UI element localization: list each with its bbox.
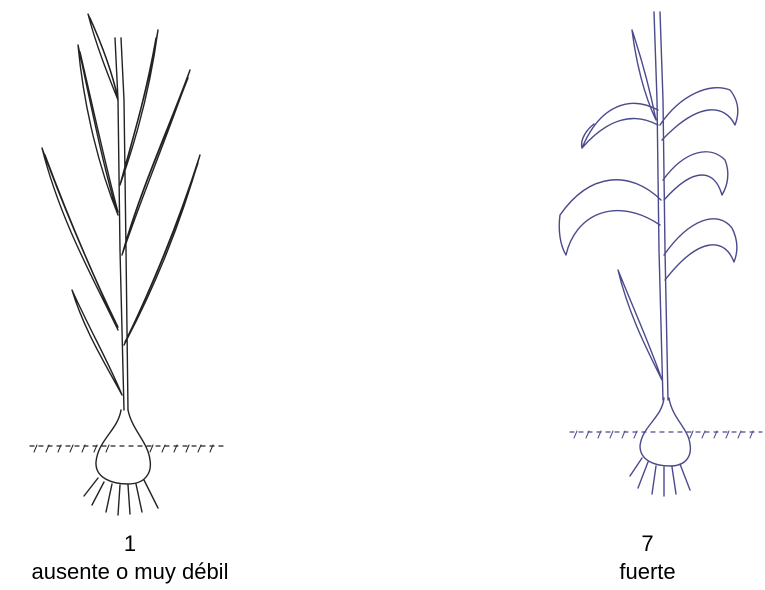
score-label: ausente o muy débil (0, 558, 260, 586)
plant-erect-illustration (0, 0, 260, 530)
plant-drooping-illustration (530, 0, 765, 530)
score-label: fuerte (530, 558, 765, 586)
plant-drooping-leaves-figure (530, 0, 765, 590)
plant-erect-leaves-figure (0, 0, 260, 590)
score-value: 7 (530, 530, 765, 558)
score-value: 1 (0, 530, 260, 558)
caption-erect: 1 ausente o muy débil (0, 530, 260, 586)
caption-drooping: 7 fuerte (530, 530, 765, 586)
